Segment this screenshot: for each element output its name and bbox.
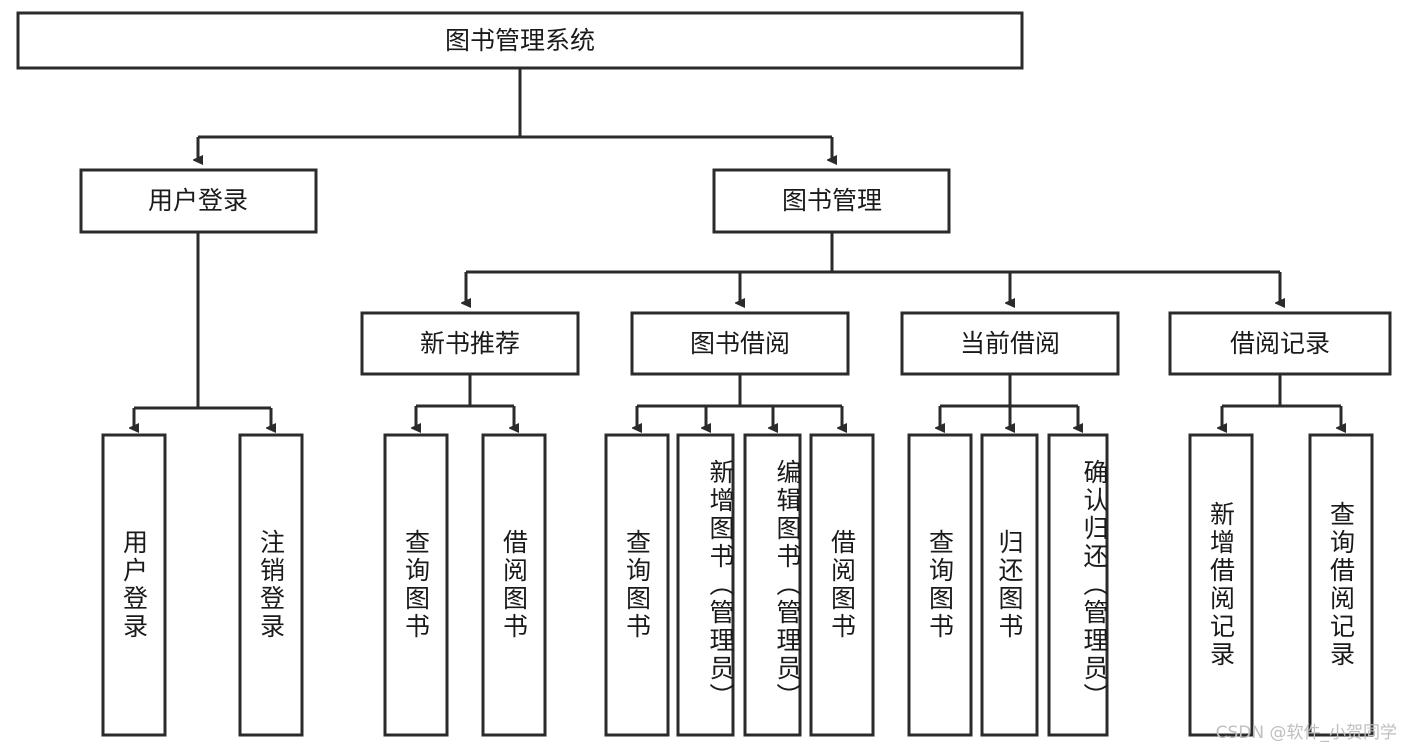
node-book-borrow-box[interactable] <box>630 311 850 376</box>
leaf-box-1[interactable] <box>238 433 304 737</box>
node-book-mgmt-box[interactable] <box>712 168 951 234</box>
connector-new-book-to-leaves <box>416 374 514 428</box>
node-new-book-label: 新书推荐 <box>420 329 520 358</box>
leaf-box-5[interactable] <box>676 433 735 737</box>
leaf-box-11[interactable] <box>1188 433 1254 737</box>
connector-borrow-record-to-leaves <box>1222 374 1341 428</box>
node-borrow-record-box[interactable] <box>1168 311 1392 376</box>
leaf-box-6[interactable] <box>743 433 802 737</box>
leaf-box-2[interactable] <box>383 433 449 737</box>
node-root-label: 图书管理系统 <box>445 26 595 55</box>
csdn-watermark: CSDN @软件_小贺同学 <box>1215 723 1397 743</box>
node-borrow-record-label: 借阅记录 <box>1230 329 1330 358</box>
leaf-box-3[interactable] <box>481 433 547 737</box>
connector-user-login-to-leaves <box>134 232 271 428</box>
connector-root-to-level2 <box>198 68 832 160</box>
connector-current-borrow-to-leaves <box>940 374 1078 428</box>
node-new-book-box[interactable] <box>360 311 580 376</box>
leaf-box-10[interactable] <box>1047 433 1109 737</box>
leaf-box-9[interactable] <box>980 433 1039 737</box>
node-book-borrow-label: 图书借阅 <box>690 329 790 358</box>
leaf-box-7[interactable] <box>809 433 875 737</box>
node-user-login-label: 用户登录 <box>148 186 248 215</box>
connector-book-mgmt-to-level3 <box>466 232 1280 303</box>
node-book-mgmt-label: 图书管理 <box>782 186 882 215</box>
leaf-box-8[interactable] <box>907 433 973 737</box>
connector-borrow-to-leaves <box>637 374 842 428</box>
leaf-box-0[interactable] <box>101 433 167 737</box>
leaf-box-4[interactable] <box>604 433 670 737</box>
node-current-borrow-label: 当前借阅 <box>960 329 1060 358</box>
node-root-box[interactable] <box>16 11 1024 70</box>
leaf-box-12[interactable] <box>1308 433 1374 737</box>
node-user-login-box[interactable] <box>79 168 318 234</box>
node-current-borrow-box[interactable] <box>900 311 1120 376</box>
